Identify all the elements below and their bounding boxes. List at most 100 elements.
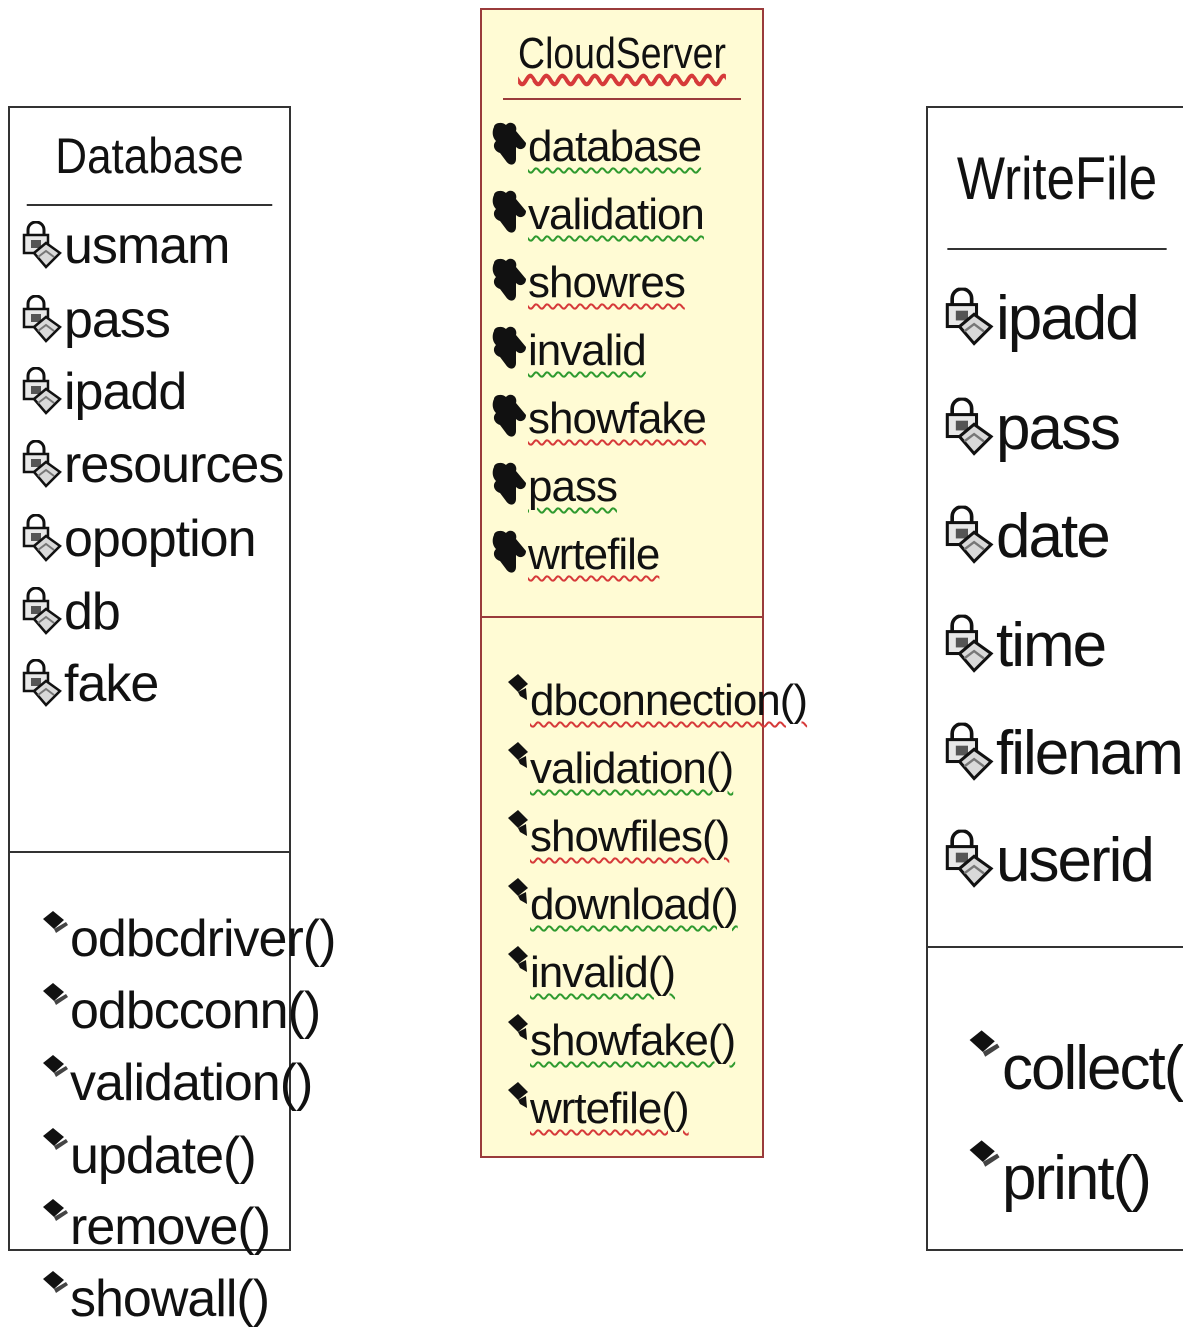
lock-icon [18, 514, 64, 564]
lock-icon [940, 286, 996, 350]
class-name: WriteFile [947, 108, 1167, 250]
attribute-label: resources [64, 436, 284, 494]
attribute-row[interactable]: pass [18, 284, 171, 356]
lock-icon [18, 367, 64, 417]
attribute-label: fake [64, 655, 159, 713]
operation-row[interactable]: download() [506, 872, 739, 938]
attribute-label: ipadd [64, 363, 187, 421]
class-name-label: CloudServer [518, 29, 726, 78]
attributes-compartment: usmam pass ipadd resources opoption db f… [10, 206, 289, 853]
attribute-row[interactable]: pass [940, 378, 1121, 478]
attribute-label: pass [996, 393, 1121, 463]
diamond-icon [506, 672, 530, 702]
operation-row[interactable]: update() [40, 1120, 257, 1192]
operation-row[interactable]: validation() [40, 1047, 313, 1119]
database-class[interactable]: Database usmam pass ipadd resources opop… [8, 106, 336, 1328]
attribute-row[interactable]: database [490, 114, 702, 180]
diamond-icon [506, 944, 530, 974]
attribute-row[interactable]: validation [490, 182, 705, 248]
lock-icon [18, 295, 64, 345]
attribute-label: database [528, 122, 702, 171]
operations-compartment: collect() print() [928, 948, 1183, 1253]
operation-row[interactable]: odbcconn() [40, 975, 321, 1047]
diamond-icon [40, 1197, 70, 1227]
operation-label: print() [1002, 1143, 1152, 1213]
lock-icon [18, 221, 64, 271]
lock-icon [940, 828, 996, 892]
operation-label: remove() [70, 1198, 271, 1256]
operation-row[interactable]: invalid() [506, 940, 676, 1006]
attribute-row[interactable]: fake [18, 648, 159, 720]
attribute-label: db [64, 583, 121, 641]
attribute-row[interactable]: userid [940, 810, 1155, 910]
attribute-row[interactable]: usmam [18, 210, 230, 282]
cloud-attribute-icon [490, 257, 528, 309]
diamond-icon [506, 740, 530, 770]
operation-row[interactable]: showall() [40, 1263, 270, 1335]
operation-row[interactable]: collect() [966, 1018, 1183, 1118]
operation-label: validation() [530, 744, 734, 793]
lock-icon [940, 613, 996, 677]
attribute-row[interactable]: time [940, 595, 1107, 695]
operation-label: odbcconn() [70, 982, 321, 1040]
operation-label: download() [530, 880, 739, 929]
operation-row[interactable]: wrtefile() [506, 1076, 690, 1142]
operation-row[interactable]: dbconnection() [506, 668, 808, 734]
operation-row[interactable]: remove() [40, 1191, 271, 1263]
operation-row[interactable]: showfake() [506, 1008, 736, 1074]
attribute-label: validation [528, 190, 705, 239]
attribute-label: invalid [528, 326, 647, 375]
operation-label: wrtefile() [530, 1084, 690, 1133]
lock-icon [940, 396, 996, 460]
operation-row[interactable]: print() [966, 1128, 1152, 1228]
operation-label: update() [70, 1127, 257, 1185]
lock-icon [940, 504, 996, 568]
cloud-attribute-icon [490, 461, 528, 513]
operation-label: collect() [1002, 1033, 1183, 1103]
operation-label: showall() [70, 1270, 270, 1328]
attribute-label: time [996, 610, 1107, 680]
attribute-label: usmam [64, 217, 230, 275]
lock-icon [18, 587, 64, 637]
attribute-row[interactable]: db [18, 576, 121, 648]
attribute-row[interactable]: ipadd [18, 356, 187, 428]
diamond-icon [966, 1028, 1002, 1064]
diamond-icon [506, 876, 530, 906]
class-name: Database [26, 108, 273, 206]
cloud-attribute-icon [490, 393, 528, 445]
attribute-label: wrtefile [528, 530, 660, 579]
attribute-label: filename [996, 718, 1183, 788]
attributes-compartment: database validation showres invalid show… [482, 100, 762, 618]
diamond-icon [506, 1080, 530, 1110]
attribute-row[interactable]: showfake [490, 386, 707, 452]
attribute-row[interactable]: showres [490, 250, 686, 316]
attribute-label: showres [528, 258, 686, 307]
operations-compartment: dbconnection() validation() showfiles() … [482, 618, 808, 1158]
operation-label: validation() [70, 1054, 313, 1112]
attribute-row[interactable]: opoption [18, 503, 257, 575]
cloudserver-class[interactable]: CloudServer database validation showres … [480, 8, 808, 1158]
diamond-icon [966, 1138, 1002, 1174]
writefile-class[interactable]: WriteFile ipadd pass date time filename … [926, 106, 1183, 1251]
operation-row[interactable]: showfiles() [506, 804, 730, 870]
attribute-row[interactable]: wrtefile [490, 522, 660, 588]
attribute-row[interactable]: filename [940, 703, 1183, 803]
operation-row[interactable]: odbcdriver() [40, 903, 336, 975]
attribute-row[interactable]: resources [18, 429, 284, 501]
diamond-icon [40, 909, 70, 939]
cloud-attribute-icon [490, 121, 528, 173]
diamond-icon [40, 1269, 70, 1299]
attribute-row[interactable]: date [940, 486, 1111, 586]
operation-label: invalid() [530, 948, 676, 997]
diamond-icon [40, 981, 70, 1011]
attribute-label: pass [528, 462, 618, 511]
attribute-row[interactable]: ipadd [940, 268, 1140, 368]
attribute-label: showfake [528, 394, 707, 443]
operation-row[interactable]: validation() [506, 736, 734, 802]
attribute-row[interactable]: pass [490, 454, 618, 520]
attribute-label: ipadd [996, 283, 1140, 353]
attribute-row[interactable]: invalid [490, 318, 647, 384]
diamond-icon [506, 1012, 530, 1042]
diamond-icon [506, 808, 530, 838]
attributes-compartment: ipadd pass date time filename userid [928, 250, 1183, 948]
